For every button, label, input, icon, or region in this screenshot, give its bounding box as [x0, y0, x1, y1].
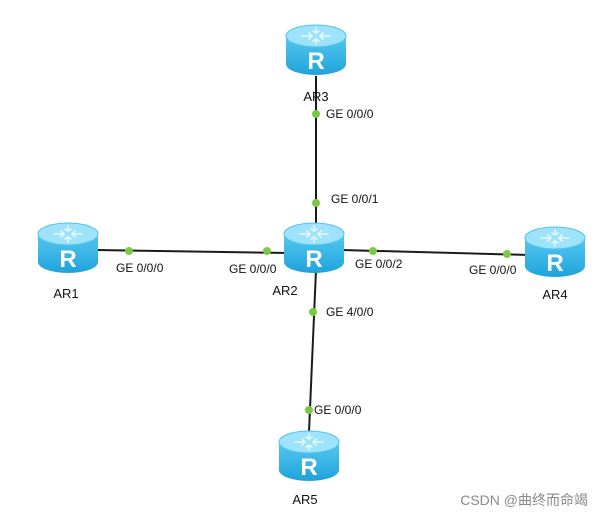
router-glyph: R	[546, 250, 563, 277]
router-ar3[interactable]: R	[285, 24, 347, 76]
port-dot	[125, 247, 133, 255]
port-dot	[263, 247, 271, 255]
router-ar2[interactable]: R	[283, 222, 345, 274]
port-label: GE 0/0/0	[116, 261, 164, 275]
router-ar5[interactable]: R	[278, 430, 340, 482]
router-glyph: R	[300, 454, 317, 481]
router-label-ar5: AR5	[292, 492, 317, 507]
link-ar2-ar5	[308, 269, 317, 433]
port-label: GE 4/0/0	[326, 305, 374, 319]
port-dot	[305, 406, 313, 414]
port-label: GE 0/0/0	[314, 403, 362, 417]
router-label-ar2: AR2	[272, 283, 297, 298]
router-glyph: R	[305, 246, 322, 273]
port-dot	[312, 110, 320, 118]
router-ar1[interactable]: R	[37, 222, 99, 274]
port-label: GE 0/0/0	[229, 262, 277, 276]
router-label-ar1: AR1	[53, 286, 78, 301]
port-dot	[312, 199, 320, 207]
port-label: GE 0/0/1	[331, 192, 379, 206]
port-dot	[503, 250, 511, 258]
port-dot	[309, 308, 317, 316]
port-label: GE 0/0/0	[469, 263, 517, 277]
port-label: GE 0/0/0	[326, 107, 374, 121]
port-dot	[369, 247, 377, 255]
router-glyph: R	[307, 48, 324, 75]
router-label-ar4: AR4	[542, 287, 567, 302]
watermark: CSDN @曲终而命竭	[460, 492, 588, 508]
router-glyph: R	[59, 246, 76, 273]
router-ar4[interactable]: R	[524, 226, 586, 278]
port-label: GE 0/0/2	[355, 257, 403, 271]
router-label-ar3: AR3	[303, 89, 328, 104]
